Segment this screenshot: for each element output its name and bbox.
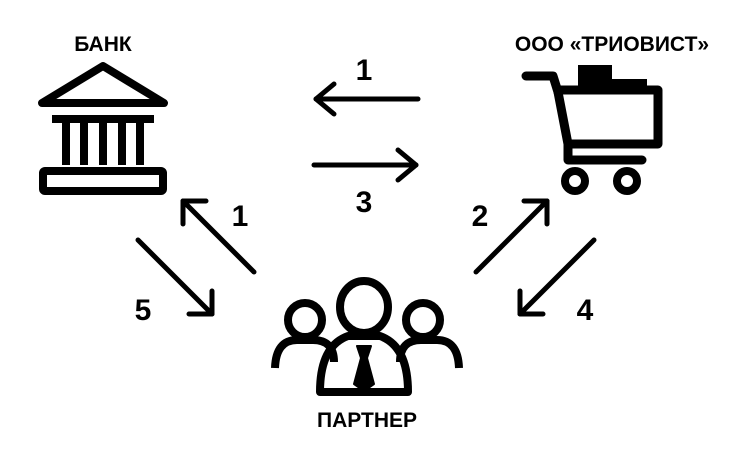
- arrow-partner-to-company: [473, 198, 550, 275]
- step-label-bank-to-company: 3: [356, 186, 373, 219]
- arrow-company-to-bank: [313, 81, 421, 117]
- step-label-partner-to-company: 2: [472, 200, 489, 233]
- arrow-bank-to-partner: [135, 237, 215, 317]
- bank-label: БАНК: [74, 33, 132, 56]
- company-label: ООО «ТРИОВИСТ»: [515, 33, 709, 56]
- business-group-icon: [271, 277, 463, 396]
- step-label-company-to-partner: 4: [577, 294, 594, 327]
- step-label-company-to-bank: 1: [356, 54, 373, 87]
- bank-building-icon: [38, 62, 168, 195]
- arrow-company-to-partner: [517, 237, 597, 317]
- shopping-cart-icon: [521, 65, 663, 195]
- arrow-bank-to-company: [311, 147, 419, 183]
- step-label-partner-to-bank: 1: [232, 200, 249, 233]
- step-label-bank-to-partner: 5: [135, 294, 152, 327]
- arrow-partner-to-bank: [180, 198, 257, 275]
- partner-label: ПАРТНЕР: [317, 409, 417, 432]
